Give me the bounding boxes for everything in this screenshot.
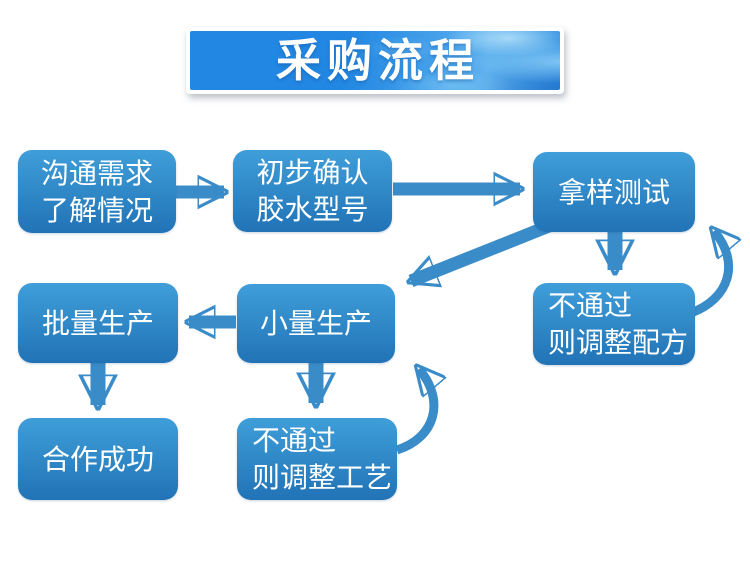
node-communicate-needs: 沟通需求 了解情况 <box>18 150 176 233</box>
node-line: 不通过 <box>548 290 633 321</box>
title-banner-water-texture: 采购流程 <box>190 31 560 90</box>
node-line: 胶水型号 <box>256 194 369 225</box>
node-line: 合作成功 <box>41 443 154 475</box>
node-line: 小量生产 <box>259 308 372 339</box>
arrow-sample-test-to-small-production <box>411 219 552 281</box>
node-line: 则调整配方 <box>548 327 689 358</box>
title-banner: 采购流程 <box>186 27 564 94</box>
node-adjust-formula: 不通过 则调整配方 <box>533 283 695 365</box>
node-sample-test: 拿样测试 <box>533 152 695 232</box>
node-line: 批量生产 <box>41 307 154 339</box>
node-line: 拿样测试 <box>557 176 670 208</box>
node-confirm-glue-model: 初步确认 胶水型号 <box>233 150 392 232</box>
node-cooperation-success: 合作成功 <box>18 418 178 500</box>
node-adjust-process: 不通过 则调整工艺 <box>237 418 397 500</box>
arrow-adjust-formula-back-to-sample-test <box>689 231 729 318</box>
node-line: 初步确认 <box>256 157 369 188</box>
node-line: 不通过 <box>252 425 337 456</box>
node-line: 沟通需求 <box>40 157 153 189</box>
arrow-adjust-process-back-to-small-production <box>395 369 434 455</box>
node-small-production: 小量生产 <box>237 284 395 363</box>
page-title: 采购流程 <box>275 35 480 86</box>
node-line: 则调整工艺 <box>252 462 393 493</box>
node-mass-production: 批量生产 <box>18 283 178 363</box>
node-line: 了解情况 <box>40 194 153 226</box>
